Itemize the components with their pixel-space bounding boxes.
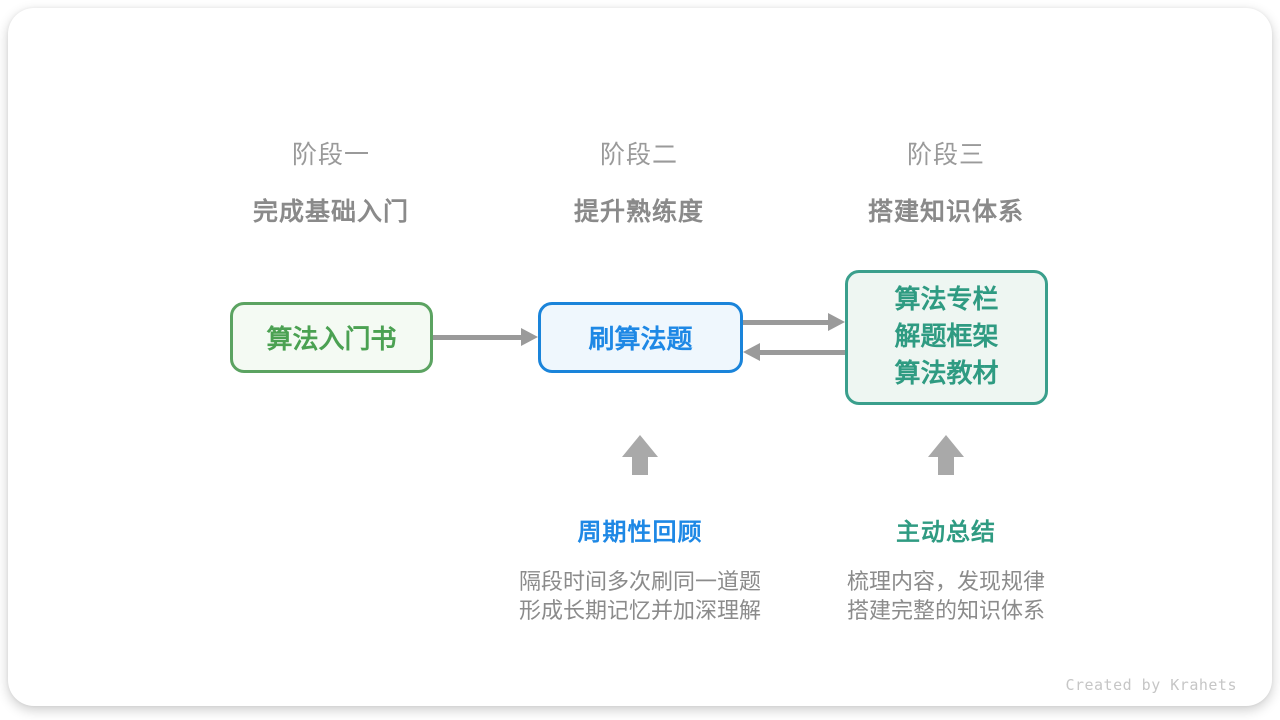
callout-active-summary-title: 主动总结 — [896, 518, 996, 546]
node-resource-line-1: 算法专栏 — [894, 285, 999, 315]
node-practice-problems-label: 刷算法题 — [588, 325, 693, 355]
stage-column-2: 阶段二 提升熟练度 — [489, 135, 789, 228]
arrow-left-icon — [743, 343, 845, 361]
node-resource-line-2: 解题框架 — [894, 322, 999, 352]
stage-column-1: 阶段一 完成基础入门 — [181, 135, 481, 228]
stage-3-subtitle: 搭建知识体系 — [867, 197, 1024, 226]
stage-column-3: 阶段三 搭建知识体系 — [796, 135, 1096, 228]
callout-periodic-review-title: 周期性回顾 — [577, 518, 703, 546]
callout-active-summary-desc-line-2: 搭建完整的知识体系 — [846, 599, 1045, 624]
stage-1-label: 阶段一 — [291, 140, 370, 169]
stage-3-label: 阶段三 — [906, 140, 985, 169]
arrow-up-icon — [928, 435, 964, 475]
node-practice-problems: 刷算法题 — [538, 302, 743, 373]
stage-1-subtitle: 完成基础入门 — [252, 197, 409, 226]
node-resource-line-3: 算法教材 — [894, 359, 999, 389]
node-intro-book: 算法入门书 — [230, 302, 433, 373]
callout-active-summary-desc-line-1: 梳理内容，发现规律 — [846, 570, 1045, 595]
callout-active-summary: 主动总结 梳理内容，发现规律 搭建完整的知识体系 — [786, 512, 1106, 626]
callout-periodic-review-desc-line-1: 隔段时间多次刷同一道题 — [518, 570, 761, 595]
arrow-up-icon — [622, 435, 658, 475]
stage-2-label: 阶段二 — [599, 140, 678, 169]
arrow-right-icon — [433, 328, 538, 346]
callout-periodic-review: 周期性回顾 隔段时间多次刷同一道题 形成长期记忆并加深理解 — [480, 512, 800, 626]
credit-text: Created by Krahets — [1065, 676, 1237, 694]
node-intro-book-label: 算法入门书 — [266, 325, 397, 355]
callout-periodic-review-desc-line-2: 形成长期记忆并加深理解 — [518, 599, 761, 624]
node-knowledge-resources: 算法专栏 解题框架 算法教材 — [845, 270, 1048, 405]
diagram-card: 阶段一 完成基础入门 阶段二 提升熟练度 阶段三 搭建知识体系 算法入门书 刷算… — [8, 8, 1272, 706]
stage-2-subtitle: 提升熟练度 — [573, 197, 704, 226]
arrow-right-icon — [743, 313, 845, 331]
